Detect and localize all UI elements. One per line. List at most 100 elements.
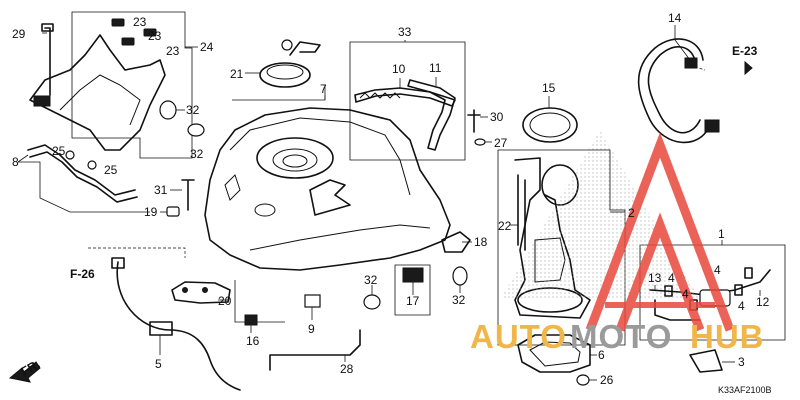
part-7-tank-contour <box>229 117 411 196</box>
part-8-bracket-outline <box>29 151 138 203</box>
watermark-text-moto: MOTO <box>570 318 672 355</box>
callout-5: 5 <box>155 357 162 371</box>
part-23-clip-a <box>111 18 125 27</box>
callout-25a: 25 <box>52 144 66 158</box>
part-7-tank-lower-edge <box>249 224 431 251</box>
callout-16: 16 <box>246 334 260 348</box>
part-23-clip-c <box>143 28 157 37</box>
callout-19: 19 <box>144 205 158 219</box>
callout-4c: 4 <box>682 287 689 301</box>
part-32-grommet-d <box>452 266 468 286</box>
part-23-clip-b <box>121 37 135 46</box>
part-16-pad <box>244 314 258 326</box>
part-5-tube-end <box>111 257 125 269</box>
callout-24: 24 <box>200 40 214 54</box>
group-frame-16-17 <box>234 280 285 323</box>
part-20-stud-b <box>202 287 208 293</box>
part-14-connector-top <box>684 57 698 69</box>
callout-9: 9 <box>308 322 315 336</box>
part-4-clamp-c <box>734 284 743 296</box>
group-frame-24 <box>71 11 193 159</box>
part-5-drain-tube <box>116 261 241 391</box>
leader-8 <box>17 154 29 163</box>
part-24-fuel-cover <box>29 34 166 151</box>
watermark-triangle-outer <box>585 132 735 332</box>
part-20-rubber-mount <box>171 281 231 304</box>
part-28-tube <box>269 329 361 371</box>
part-21-fuel-cap <box>259 62 311 88</box>
part-8-bracket <box>27 144 136 196</box>
part-11-strip <box>407 79 456 151</box>
group-frame-17 <box>394 264 431 316</box>
callout-2: 2 <box>628 206 635 220</box>
group-frame-1 <box>639 244 786 341</box>
watermark-text: AUTO MOTO HUB <box>470 318 765 355</box>
callout-32c: 32 <box>364 273 378 287</box>
part-32-grommet-b <box>187 123 205 137</box>
callout-3: 3 <box>738 355 745 369</box>
callout-28: 28 <box>340 362 354 376</box>
part-7-filler-opening <box>282 154 308 168</box>
callout-32d: 32 <box>452 293 466 307</box>
callout-7: 7 <box>320 82 327 96</box>
part-15-o-ring-inner <box>529 112 571 138</box>
callout-6: 6 <box>598 348 605 362</box>
part-14-hose-inner <box>637 38 711 144</box>
part-24-tab <box>33 95 51 107</box>
callout-27: 27 <box>494 136 508 150</box>
part-32-grommet-c <box>363 294 381 310</box>
e23-arrow <box>744 60 753 76</box>
group-frame-33 <box>349 41 466 161</box>
ref-e23: E-23 <box>732 44 758 58</box>
callout-32b: 32 <box>190 147 204 161</box>
callout-13: 13 <box>648 271 662 285</box>
part-7-fuel-tank <box>204 107 451 271</box>
callout-23a: 23 <box>133 15 147 29</box>
callout-12: 12 <box>756 295 770 309</box>
part-3-sleeve <box>689 349 723 373</box>
part-20-stud-a <box>182 287 188 293</box>
callout-32a: 32 <box>186 103 200 117</box>
callout-14: 14 <box>668 11 682 25</box>
callout-11: 11 <box>429 61 442 75</box>
leader-14 <box>674 25 691 61</box>
dashed-link-f26 <box>88 247 186 258</box>
callout-4a: 4 <box>668 271 675 285</box>
callout-18: 18 <box>474 235 488 249</box>
watermark-text-auto: AUTO <box>470 318 567 355</box>
part-21-key-bow <box>281 39 293 51</box>
part-31-bolt <box>181 179 195 211</box>
callout-22: 22 <box>498 219 512 233</box>
watermark-triangle-inner <box>615 212 705 332</box>
part-25-bolt-b <box>87 160 97 170</box>
front-arrow <box>8 361 41 383</box>
callout-17: 17 <box>406 294 420 308</box>
part-7-wing-logo <box>309 179 351 216</box>
part-17-pad <box>402 267 424 283</box>
part-22-wire <box>517 174 526 251</box>
callout-26: 26 <box>600 373 614 387</box>
part-21-key <box>289 41 321 56</box>
part-29-bolt <box>41 23 54 96</box>
callout-29: 29 <box>12 27 26 41</box>
diagram-code: K33AF2100B <box>718 385 772 395</box>
part-6-gasket <box>517 334 591 373</box>
callout-33: 33 <box>398 25 412 39</box>
callout-23c: 23 <box>166 44 180 58</box>
callout-8: 8 <box>12 155 19 169</box>
group-frame-8 <box>18 161 150 213</box>
part-26-nut <box>576 374 590 386</box>
part-14-hose <box>647 46 701 134</box>
part-19-collar <box>166 206 180 217</box>
callout-25b: 25 <box>104 163 118 177</box>
part-7-filler-ring <box>272 148 318 172</box>
part-7-side-detail <box>224 174 241 201</box>
callout-23b: 23 <box>148 29 162 43</box>
part-21-fuel-cap-ring <box>266 64 304 80</box>
watermark-logo <box>500 130 735 332</box>
watermark-text-hub: HUB <box>690 318 765 355</box>
part-14-connector-bottom <box>704 119 720 133</box>
callout-10: 10 <box>392 62 406 76</box>
part-7-filler-neck <box>256 137 334 179</box>
callout-20: 20 <box>218 294 232 308</box>
